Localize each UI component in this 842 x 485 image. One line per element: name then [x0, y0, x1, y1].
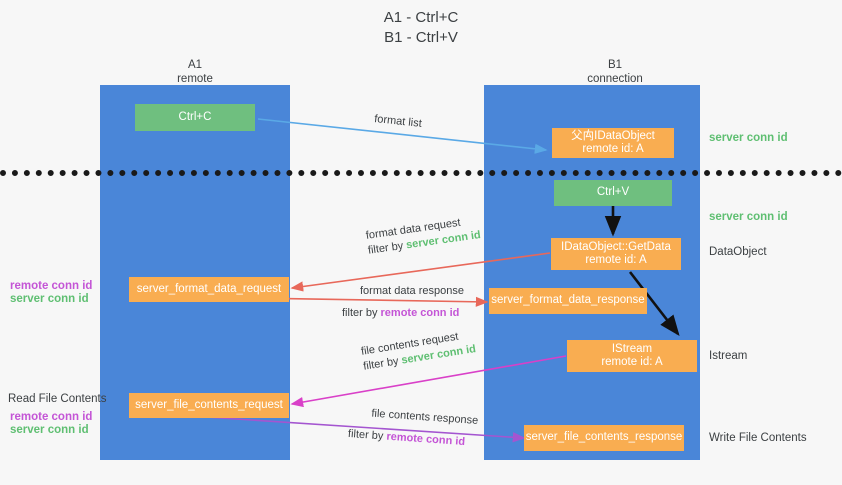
left-label-remote-conn-id-1: remote conn id — [10, 280, 93, 292]
title-line-2: B1 - Ctrl+V — [384, 29, 458, 46]
box-ctrl-c[interactable]: Ctrl+C — [135, 104, 255, 131]
box-server-format-data-response-label: server_format_data_response — [491, 294, 645, 307]
box-idataobject-line1: ⽗⽱IDataObject — [571, 129, 655, 142]
box-istream[interactable]: IStream remote id: A — [567, 340, 697, 372]
box-getdata-line1: IDataObject::GetData — [561, 240, 671, 253]
edge-label-format-data-response-main: format data response — [360, 285, 464, 297]
left-label-server-conn-id-1: server conn id — [10, 293, 89, 305]
right-label-server-conn-id-mid: server conn id — [709, 211, 788, 223]
lane-a1-sub: remote — [177, 73, 213, 85]
box-server-format-data-request-label: server_format_data_request — [136, 282, 282, 295]
edge-label-format-data-response: format data response filter by remote co… — [342, 284, 464, 321]
box-getdata-line2: remote id: A — [585, 254, 647, 266]
edge-label-file-contents-request: file contents request filter by server c… — [360, 327, 477, 374]
edge-label-file-contents-response: file contents response filter by remote … — [347, 405, 479, 451]
box-server-file-contents-request-label: server_file_contents_request — [135, 398, 283, 411]
title-line-1: A1 - Ctrl+C — [383, 9, 459, 26]
lane-header-b1: B1 connection — [545, 58, 685, 86]
page-title: A1 - Ctrl+C B1 - Ctrl+V — [0, 8, 842, 48]
lane-header-a1: A1 remote — [130, 58, 260, 86]
lane-a1-name: A1 — [187, 59, 203, 71]
left-label-server-conn-id-2: server conn id — [10, 424, 89, 436]
filter-value-4: remote conn id — [385, 430, 466, 449]
edge-label-format-data-request: format data request filter by server con… — [365, 213, 482, 259]
lane-b1-sub: connection — [587, 73, 643, 85]
box-idataobject-line2: remote id: A — [582, 143, 644, 155]
edge-label-format-list: format list — [373, 112, 423, 130]
box-idataobject[interactable]: ⽗⽱IDataObject remote id: A — [552, 128, 674, 158]
right-label-data-object: DataObject — [709, 246, 767, 258]
box-ctrl-c-label: Ctrl+C — [178, 110, 212, 123]
lane-b1-name: B1 — [607, 59, 623, 71]
right-label-write-file-contents: Write File Contents — [709, 432, 807, 444]
box-istream-line1: IStream — [611, 342, 653, 355]
box-ctrl-v-label: Ctrl+V — [596, 186, 630, 199]
right-label-server-conn-id-top: server conn id — [709, 132, 788, 144]
box-server-format-data-request[interactable]: server_format_data_request — [129, 277, 289, 302]
filter-prefix-4: filter by — [347, 427, 387, 443]
box-getdata[interactable]: IDataObject::GetData remote id: A — [551, 238, 681, 270]
box-server-file-contents-response-label: server_file_contents_response — [525, 431, 683, 444]
box-server-file-contents-request[interactable]: server_file_contents_request — [129, 393, 289, 418]
box-istream-line2: remote id: A — [601, 356, 663, 368]
filter-prefix-2: filter by — [342, 307, 381, 319]
filter-prefix-1: filter by — [367, 239, 408, 257]
phase-divider — [0, 170, 842, 176]
edge-label-format-data-response-filter: filter by remote conn id — [342, 299, 464, 321]
filter-value-2: remote conn id — [380, 307, 460, 319]
right-label-istream: Istream — [709, 350, 748, 362]
left-label-remote-conn-id-2: remote conn id — [10, 411, 93, 423]
box-server-file-contents-response[interactable]: server_file_contents_response — [524, 425, 684, 451]
box-ctrl-v[interactable]: Ctrl+V — [554, 180, 672, 206]
box-server-format-data-response[interactable]: server_format_data_response — [489, 288, 647, 314]
left-label-read-file-contents: Read File Contents — [8, 393, 107, 405]
